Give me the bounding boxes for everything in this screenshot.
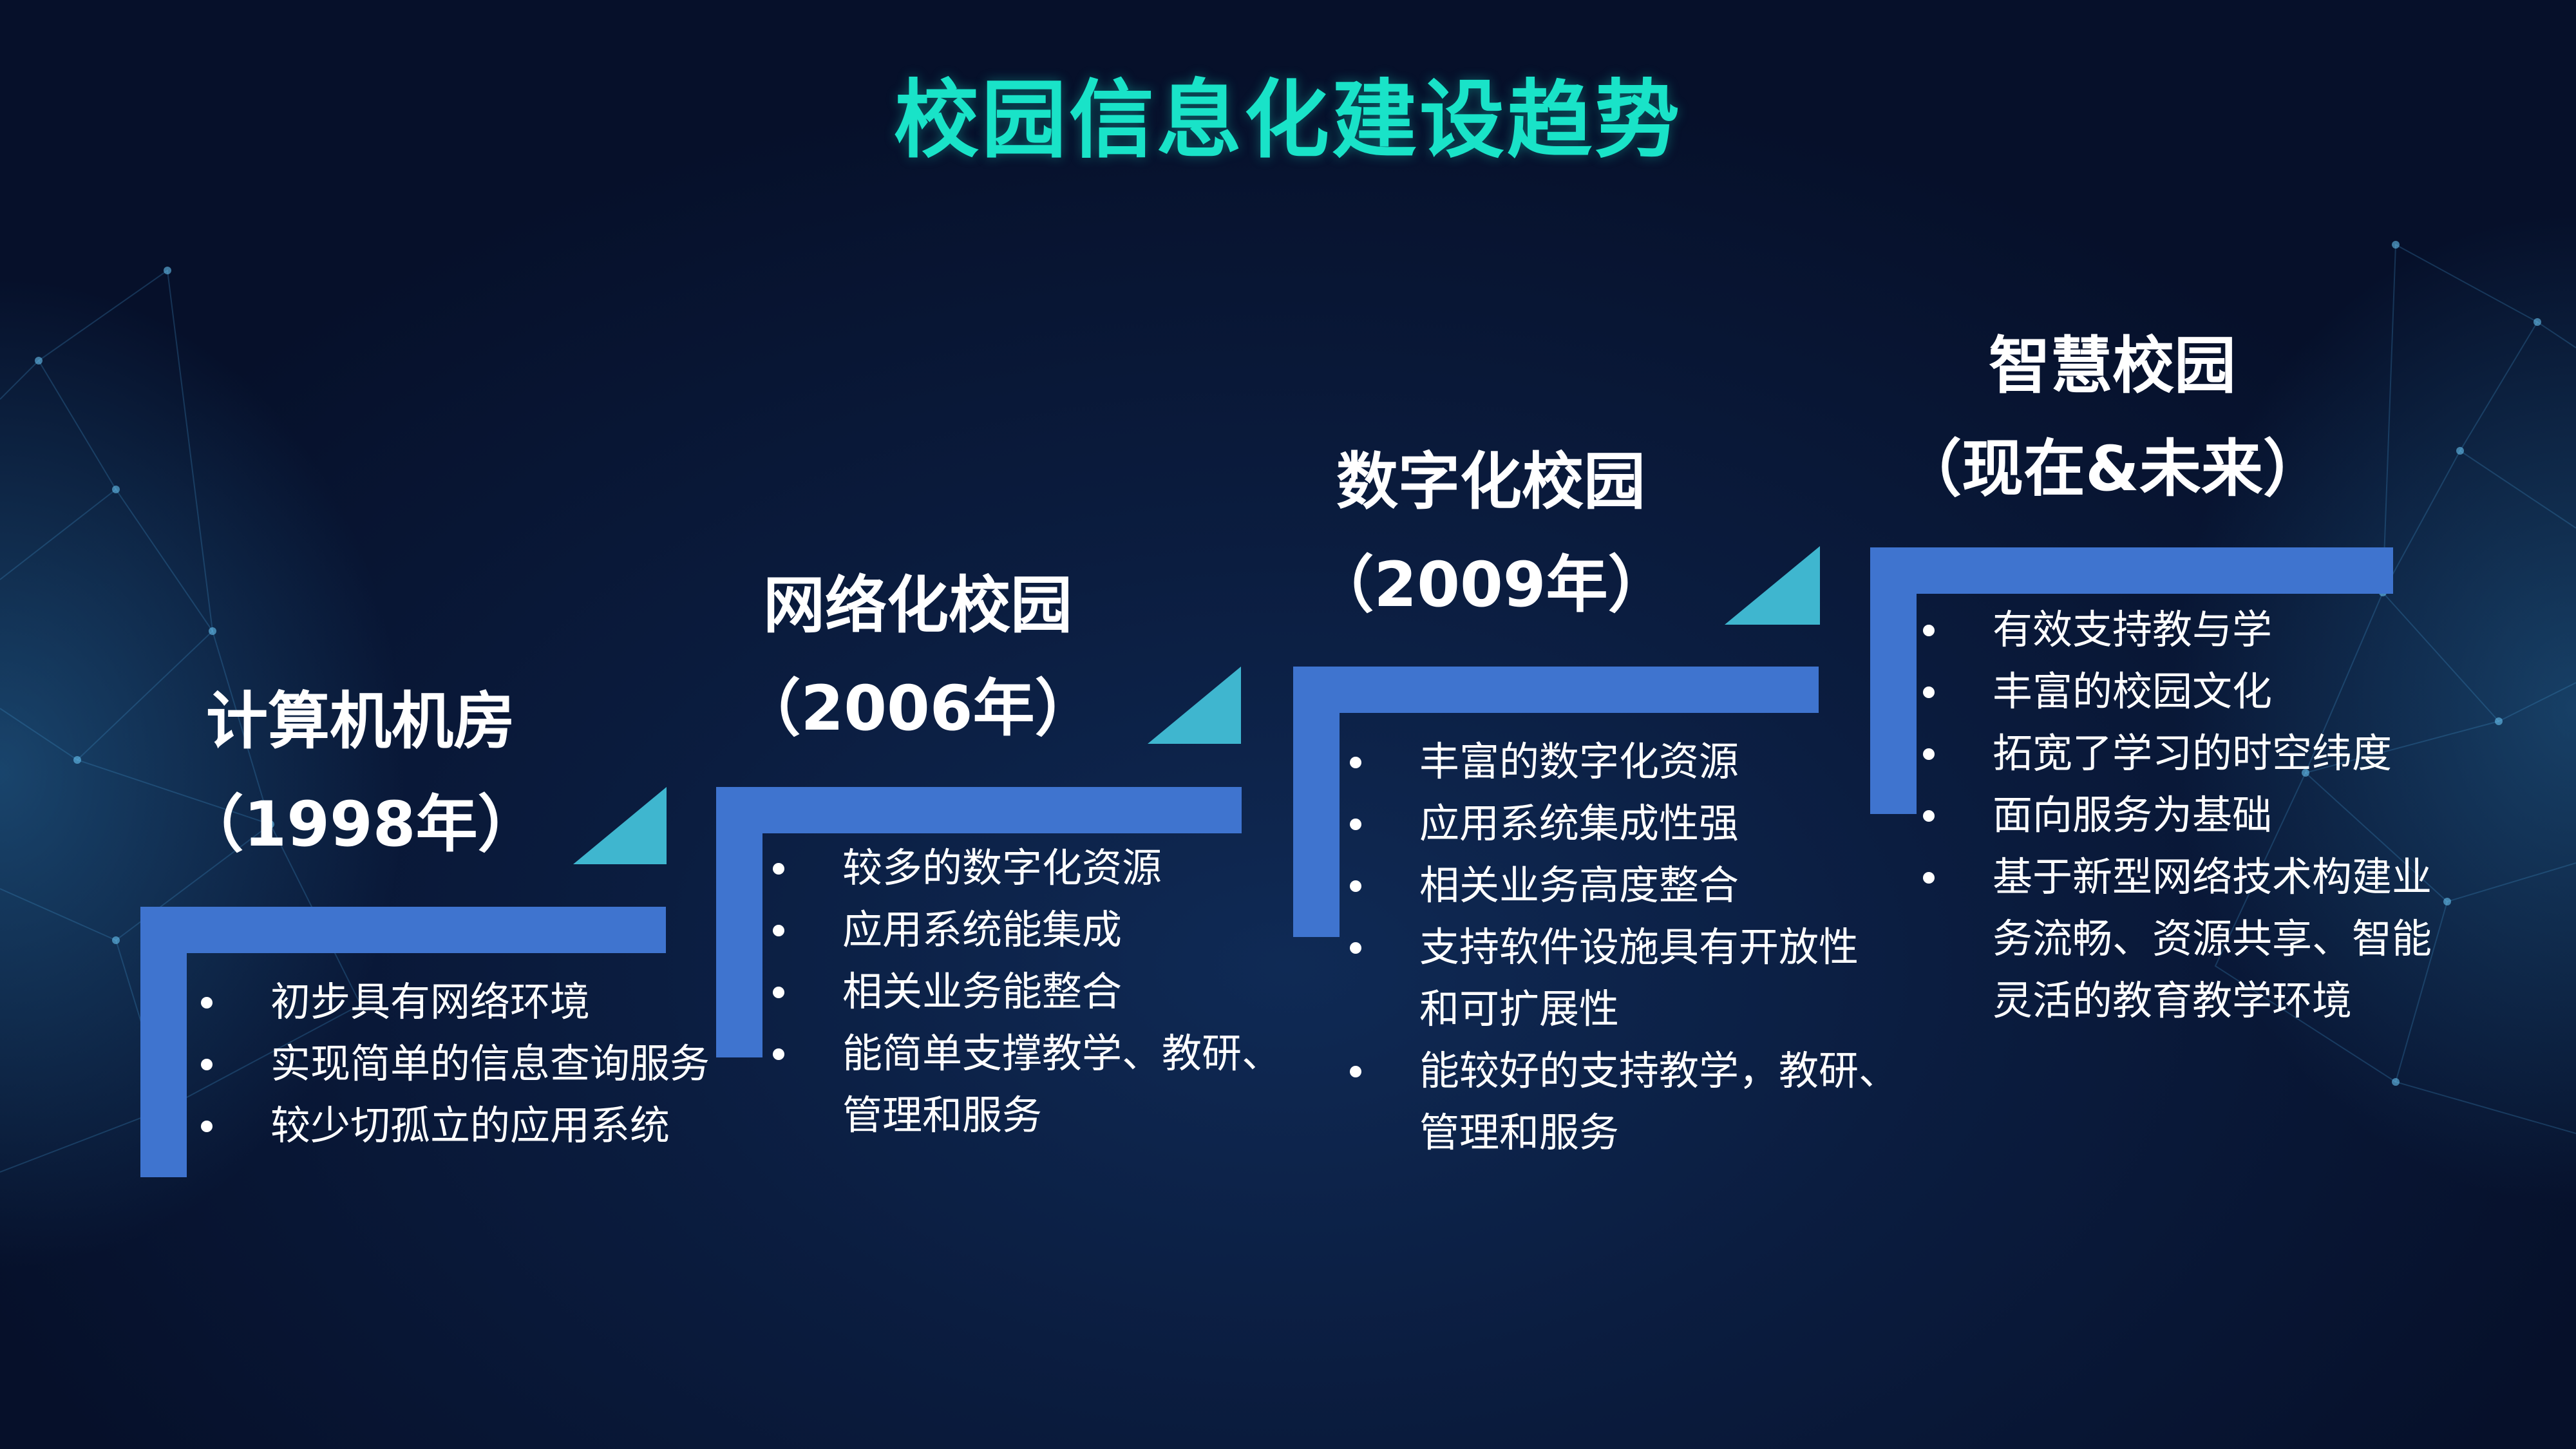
stage-3-point-5-line-2: 管理和服务: [1419, 1109, 1620, 1156]
stage-4-point-2: 丰富的校园文化: [1993, 668, 2273, 715]
list-item: 能较好的支持教学，教研、管理和服务: [1350, 1040, 1899, 1164]
stage-4-point-5-line-2: 务流畅、资源共享、智能: [1993, 915, 2432, 962]
stage-4-point-5-line-3: 灵活的教育教学环境: [1993, 977, 2353, 1024]
list-item: 支持软件设施具有开放性和可扩展性: [1350, 916, 1899, 1040]
stage-3-point-3: 相关业务高度整合: [1419, 862, 1739, 909]
stage-2-bracket-top: [716, 787, 1242, 833]
list-item: 丰富的校园文化: [1923, 661, 2432, 723]
stage-4-bracket-side: [1870, 547, 1917, 814]
stage-3-step-triangle: [1725, 546, 1820, 625]
stage-1-year: （1998年）: [182, 788, 540, 860]
stage-2-point-4-line-1: 能简单支撑教学、教研、: [842, 1030, 1282, 1077]
list-item: 相关业务能整合: [773, 961, 1282, 1023]
stage-2-heading: 网络化校园 （2006年）: [705, 554, 1130, 760]
list-item: 较少切孤立的应用系统: [201, 1095, 710, 1157]
list-item: 拓宽了学习的时空纬度: [1923, 723, 2432, 784]
list-item: 丰富的数字化资源: [1350, 731, 1899, 793]
stage-4-point-1: 有效支持教与学: [1993, 606, 2273, 653]
stage-4-name: 智慧校园: [1989, 330, 2236, 402]
stage-1-bracket-side: [140, 907, 187, 1177]
stage-2-year: （2006年）: [739, 672, 1097, 744]
stage-3-point-4-line-2: 和可扩展性: [1419, 985, 1620, 1032]
stage-4-point-4: 面向服务为基础: [1993, 791, 2273, 838]
stage-3-bracket-side: [1293, 667, 1340, 937]
stage-2-step-triangle: [1148, 667, 1241, 744]
stage-1-bracket-top: [140, 907, 666, 953]
stage-1-heading: 计算机机房 （1998年）: [129, 670, 592, 876]
stage-4-year: （现在&未来）: [1900, 433, 2325, 505]
stage-1-point-3: 较少切孤立的应用系统: [270, 1102, 670, 1149]
stage-3-name: 数字化校园: [1336, 446, 1645, 518]
stage-4-points: 有效支持教与学 丰富的校园文化 拓宽了学习的时空纬度 面向服务为基础 基于新型网…: [1923, 599, 2432, 1032]
stage-4-heading: 智慧校园 （现在&未来）: [1880, 314, 2344, 520]
list-item: 应用系统能集成: [773, 899, 1282, 961]
stage-2-points: 较多的数字化资源 应用系统能集成 相关业务能整合 能简单支撑教学、教研、管理和服…: [773, 837, 1282, 1146]
list-item: 初步具有网络环境: [201, 971, 710, 1033]
stage-3-point-2: 应用系统集成性强: [1419, 800, 1739, 847]
list-item: 较多的数字化资源: [773, 837, 1282, 899]
stage-4-bracket-top: [1870, 547, 2393, 594]
stage-1-point-1: 初步具有网络环境: [270, 978, 591, 1025]
list-item: 面向服务为基础: [1923, 784, 2432, 846]
list-item: 基于新型网络技术构建业务流畅、资源共享、智能灵活的教育教学环境: [1923, 846, 2432, 1032]
stage-1-point-2: 实现简单的信息查询服务: [270, 1040, 710, 1087]
stage-2-point-4-line-2: 管理和服务: [842, 1092, 1043, 1139]
stage-2-bracket-side: [716, 787, 762, 1057]
list-item: 实现简单的信息查询服务: [201, 1033, 710, 1095]
stage-2-point-3: 相关业务能整合: [842, 968, 1122, 1015]
page-title: 校园信息化建设趋势: [894, 71, 1682, 170]
list-item: 有效支持教与学: [1923, 599, 2432, 661]
stage-3-points: 丰富的数字化资源 应用系统集成性强 相关业务高度整合 支持软件设施具有开放性和可…: [1350, 731, 1899, 1164]
list-item: 应用系统集成性强: [1350, 793, 1899, 855]
stage-2-point-1: 较多的数字化资源: [842, 844, 1162, 891]
stage-3-point-4-line-1: 支持软件设施具有开放性: [1419, 923, 1859, 971]
stage-3-heading: 数字化校园 （2009年）: [1278, 430, 1703, 636]
stage-2-name: 网络化校园: [763, 569, 1072, 641]
stage-1-name: 计算机机房: [206, 685, 515, 757]
stage-3-year: （2009年）: [1312, 549, 1670, 621]
list-item: 能简单支撑教学、教研、管理和服务: [773, 1023, 1282, 1146]
list-item: 相关业务高度整合: [1350, 855, 1899, 916]
stage-3-point-5-line-1: 能较好的支持教学，教研、: [1419, 1047, 1899, 1094]
stage-4-point-3: 拓宽了学习的时空纬度: [1993, 730, 2392, 777]
stage-3-bracket-top: [1293, 667, 1819, 713]
stage-1-points: 初步具有网络环境 实现简单的信息查询服务 较少切孤立的应用系统: [201, 971, 710, 1157]
stage-2-point-2: 应用系统能集成: [842, 906, 1122, 953]
stage-3-point-1: 丰富的数字化资源: [1419, 738, 1739, 785]
stage-1-step-triangle: [573, 787, 667, 864]
stage-4-point-5-line-1: 基于新型网络技术构建业: [1993, 853, 2432, 900]
